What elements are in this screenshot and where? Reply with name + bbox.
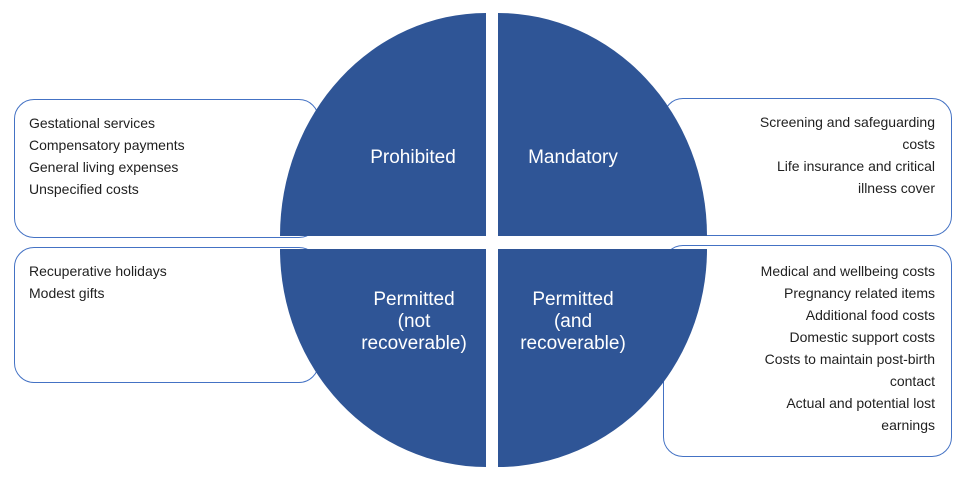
- permitted-recoverable-costs-box: Medical and wellbeing costs Pregnancy re…: [663, 245, 952, 457]
- prohibited-costs-list: Gestational services Compensatory paymen…: [29, 115, 185, 197]
- quadrant-permitted-not-recoverable-label: Permitted (not recoverable): [361, 289, 467, 354]
- quadrant-prohibited: Prohibited: [280, 13, 486, 236]
- permitted-recoverable-costs-list: Medical and wellbeing costs Pregnancy re…: [760, 263, 935, 433]
- quadrant-mandatory-label: Mandatory: [528, 147, 618, 168]
- mandatory-costs-list: Screening and safeguarding costs Life in…: [759, 114, 935, 196]
- permitted-not-recoverable-costs-list: Recuperative holidays Modest gifts: [29, 263, 167, 301]
- quadrant-prohibited-label: Prohibited: [370, 147, 456, 168]
- permitted-not-recoverable-costs-box: Recuperative holidays Modest gifts: [14, 247, 319, 383]
- quadrant-permitted-and-recoverable: Permitted (and recoverable): [498, 249, 707, 467]
- mandatory-costs-box: Screening and safeguarding costs Life in…: [663, 98, 952, 236]
- quadrant-permitted-not-recoverable: Permitted (not recoverable): [280, 249, 486, 467]
- quadrant-permitted-and-recoverable-label: Permitted (and recoverable): [520, 289, 626, 354]
- quadrant-mandatory: Mandatory: [498, 13, 707, 236]
- prohibited-costs-box: Gestational services Compensatory paymen…: [14, 99, 319, 238]
